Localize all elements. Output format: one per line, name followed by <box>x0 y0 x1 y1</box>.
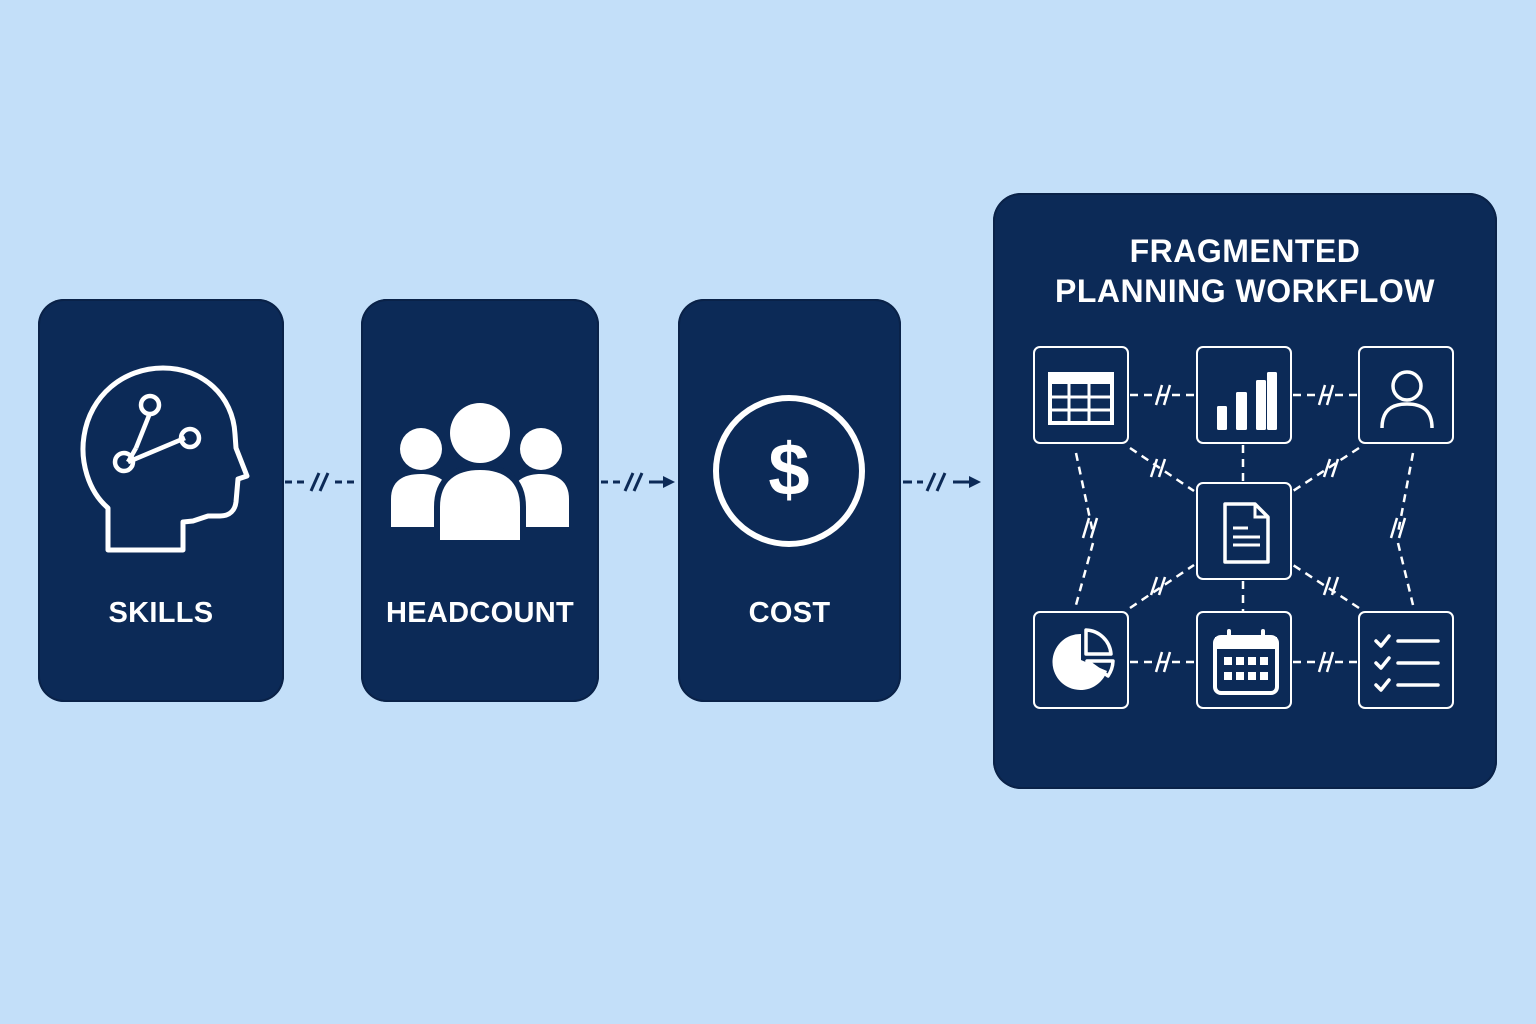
bar-chart-icon <box>1217 372 1277 430</box>
workflow-links <box>1074 384 1415 673</box>
step-label-headcount: HEADCOUNT <box>386 597 574 629</box>
head-network-icon <box>80 365 250 553</box>
workflow-title-line1: FRAGMENTED <box>1129 233 1361 269</box>
step-label-cost: COST <box>748 597 831 629</box>
workflow-title: FRAGMENTED PLANNING WORKFLOW <box>993 231 1497 311</box>
calendar-node <box>1196 611 1292 709</box>
svg-text:$: $ <box>768 428 809 511</box>
step-label-skills: SKILLS <box>108 597 214 629</box>
user-icon <box>1380 370 1434 429</box>
workflow-title-line2: PLANNING WORKFLOW <box>1055 273 1435 309</box>
spreadsheet-node <box>1033 346 1129 444</box>
checklist-icon <box>1374 634 1440 692</box>
bar-chart-node <box>1196 346 1292 444</box>
pie-chart-icon <box>1052 628 1115 690</box>
user-node <box>1358 346 1454 444</box>
cost-card: $ COST <box>678 299 901 702</box>
spreadsheet-icon <box>1048 372 1114 425</box>
fragmented-workflow-card: FRAGMENTED PLANNING WORKFLOW <box>993 193 1497 789</box>
connector-cost-workflow <box>903 472 981 492</box>
pie-chart-node <box>1033 611 1129 709</box>
calendar-icon <box>1213 629 1279 695</box>
dollar-circle-icon: $ <box>713 395 865 547</box>
connector-skills-headcount <box>285 472 359 492</box>
people-group-icon <box>391 403 569 546</box>
document-icon <box>1223 502 1270 564</box>
connector-headcount-cost <box>601 472 675 492</box>
document-node <box>1196 482 1292 580</box>
headcount-card: HEADCOUNT <box>361 299 599 702</box>
skills-card: SKILLS <box>38 299 284 702</box>
checklist-node <box>1358 611 1454 709</box>
